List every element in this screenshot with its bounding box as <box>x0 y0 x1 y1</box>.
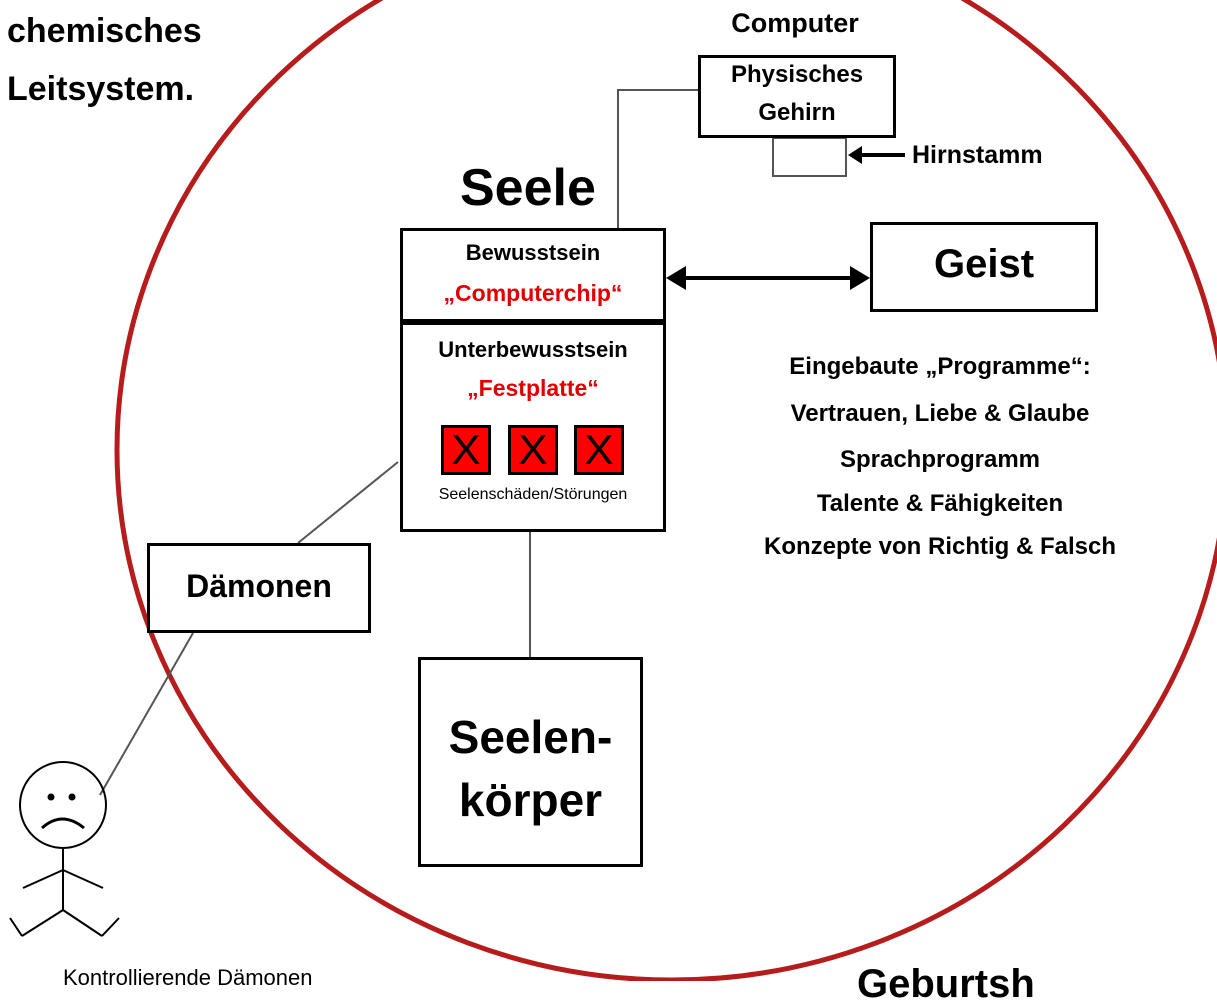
soul-body-box <box>418 657 643 867</box>
stick-figure-head <box>19 761 107 849</box>
double-arrow-head-right <box>850 266 870 290</box>
brain-label-line1: Physisches <box>730 61 864 88</box>
soul-title: Seele <box>460 159 596 217</box>
damage-caption: Seelenschäden/Störungen <box>438 486 628 503</box>
stick-figure-eye-right <box>68 793 76 801</box>
diagram-canvas <box>9 0 1217 981</box>
stick-figure-arm-left <box>22 869 64 889</box>
subconscious-label: Unterbewusstsein <box>438 337 628 362</box>
consciousness-box <box>400 228 666 322</box>
demons-box <box>147 543 371 633</box>
stick-figure-frown <box>40 817 85 830</box>
program-item-2: Sprachprogramm <box>839 446 1041 473</box>
damage-mark-3: X <box>574 425 624 475</box>
consciousness-metaphor: „Computerchip“ <box>443 280 623 306</box>
soul-body-line2: körper <box>458 774 603 826</box>
spirit-label: Geist <box>933 242 1035 286</box>
connector-demons-figure <box>99 632 194 796</box>
damage-mark-2: X <box>508 425 558 475</box>
program-item-3: Talente & Fähigkeiten <box>816 490 1064 517</box>
program-item-1: Vertrauen, Liebe & Glaube <box>790 400 1090 427</box>
stick-figure-leg-left <box>21 909 64 937</box>
corner-text-line1: chemisches <box>7 12 202 50</box>
brainstem-arrow-head <box>848 146 862 164</box>
program-item-4: Konzepte von Richtig & Falsch <box>763 533 1117 560</box>
demons-label: Dämonen <box>186 568 332 604</box>
stick-figure-foot-right <box>101 917 120 937</box>
damage-mark-1-x: X <box>451 426 481 473</box>
stick-figure-arm-right <box>62 869 104 889</box>
physical-brain-box <box>698 55 896 138</box>
connector-soul-brain <box>617 89 698 228</box>
stick-figure <box>9 761 120 937</box>
brainstem-label: Hirnstamm <box>912 141 1043 169</box>
damage-mark-1: X <box>441 425 491 475</box>
soul-body-line1: Seelen- <box>448 711 613 763</box>
programs-heading: Eingebaute „Programme“: <box>789 353 1091 380</box>
damage-mark-2-x: X <box>518 426 548 473</box>
stick-figure-caption: Kontrollierende Dämonen <box>63 965 313 990</box>
double-arrow-head-left <box>666 266 686 290</box>
stick-figure-foot-left <box>9 917 23 937</box>
connector-subconscious-demons <box>297 461 399 544</box>
computer-label: Computer <box>731 8 859 38</box>
outer-circle <box>114 0 1217 981</box>
corner-text-line2: Leitsystem. <box>7 70 195 108</box>
subconscious-metaphor: „Festplatte“ <box>467 375 599 401</box>
spirit-box <box>870 222 1098 312</box>
consciousness-label: Bewusstsein <box>465 240 601 265</box>
brain-label-line2: Gehirn <box>758 99 836 126</box>
stick-figure-eye-left <box>47 793 55 801</box>
damage-mark-3-x: X <box>584 426 614 473</box>
stick-figure-leg-right <box>62 909 103 937</box>
bottom-text: Geburtsh <box>857 962 1035 1006</box>
brainstem-box <box>772 137 847 177</box>
